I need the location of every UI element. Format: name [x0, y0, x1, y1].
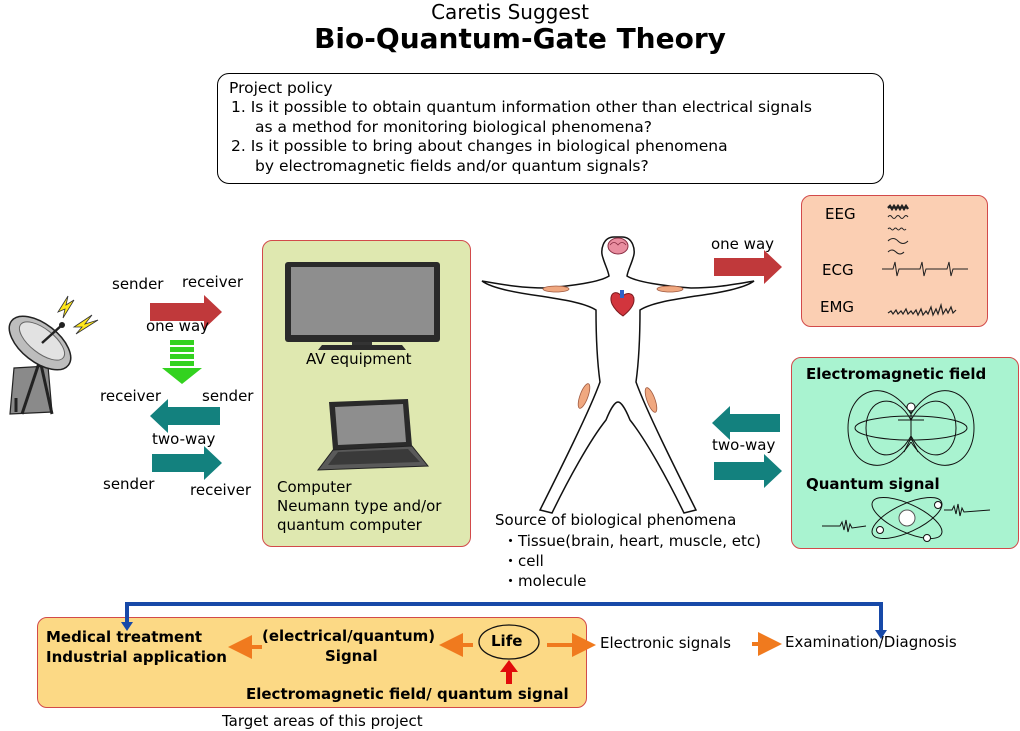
brain-icon — [607, 237, 629, 255]
signal-label: Signal — [325, 647, 378, 665]
eeg-wave-icon — [887, 203, 909, 255]
receiver-label: receiver — [190, 481, 251, 499]
em-quantum-input-label: Electromagnetic field/ quantum signal — [246, 685, 569, 703]
source-item: ・molecule — [503, 572, 587, 590]
policy-item-2-cont: by electromagnetic fields and/or quantum… — [255, 157, 649, 175]
down-green-arrow — [162, 340, 202, 384]
feedback-line — [125, 602, 883, 632]
two-way-label: two-way — [712, 436, 776, 454]
industrial-application-label: Industrial application — [46, 648, 227, 666]
quantum-signal-icon — [822, 497, 991, 542]
source-heading: Source of biological phenomena — [495, 511, 737, 529]
two-way-arrow-right-top — [712, 406, 780, 440]
computer-label-line2: Neumann type and/or — [277, 497, 442, 515]
ecg-wave-icon — [882, 261, 968, 277]
electromagnetic-field-icon — [847, 390, 975, 466]
target-areas-label: Target areas of this project — [222, 712, 423, 730]
av-equipment-label: AV equipment — [306, 350, 412, 368]
examination-diagnosis-label: Examination/Diagnosis — [785, 633, 957, 651]
policy-item-1: 1. Is it possible to obtain quantum info… — [231, 98, 812, 116]
ecg-label: ECG — [822, 261, 854, 279]
life-label: Life — [491, 632, 523, 650]
receiver-label: receiver — [100, 387, 161, 405]
biosignal-panel — [801, 195, 988, 327]
sender-label: sender — [103, 475, 155, 493]
eeg-label: EEG — [825, 205, 856, 223]
muscle-icon — [542, 285, 570, 293]
emg-label: EMG — [820, 298, 855, 316]
sender-label: sender — [112, 275, 164, 293]
source-item: ・Tissue(brain, heart, muscle, etc) — [503, 532, 762, 550]
emg-wave-icon — [887, 302, 957, 317]
project-policy-box — [217, 73, 884, 184]
two-way-arrow-left-bottom — [152, 446, 222, 480]
satellite-dish-icon — [8, 295, 99, 415]
one-way-label: one way — [146, 317, 210, 335]
one-way-arrow-left — [150, 295, 222, 329]
muscle-icon — [644, 387, 658, 413]
receiver-label: receiver — [182, 273, 243, 291]
one-way-label: one way — [711, 235, 775, 253]
life-ellipse — [478, 624, 540, 660]
policy-heading: Project policy — [229, 79, 333, 97]
computer-label: Computer — [277, 478, 352, 496]
source-item: ・cell — [503, 552, 544, 570]
computer-label-line3: quantum computer — [277, 516, 422, 534]
heart-icon — [610, 290, 635, 317]
red-up-arrow — [500, 660, 518, 684]
two-way-arrow-left-top — [150, 399, 220, 433]
two-way-label: two-way — [152, 430, 216, 448]
muscle-icon — [656, 285, 684, 293]
subtitle: Caretis Suggest — [431, 0, 589, 24]
human-body-icon — [481, 236, 755, 514]
muscle-icon — [577, 383, 591, 409]
sender-label: sender — [202, 387, 254, 405]
one-way-arrow-right — [714, 250, 782, 284]
quantum-signal-label: Quantum signal — [806, 475, 940, 493]
monitor-icon — [285, 262, 440, 350]
laptop-icon — [316, 399, 430, 471]
target-areas-panel — [37, 617, 587, 708]
policy-item-2: 2. Is it possible to bring about changes… — [231, 137, 728, 155]
page-title: Bio-Quantum-Gate Theory — [314, 22, 726, 55]
em-field-label: Electromagnetic field — [806, 365, 987, 383]
two-way-arrow-right-bottom — [714, 454, 782, 488]
electronic-signals-label: Electronic signals — [600, 634, 731, 652]
medical-treatment-label: Medical treatment — [46, 628, 203, 646]
policy-item-1-cont: as a method for monitoring biological ph… — [255, 118, 652, 136]
signal-type-label: (electrical/quantum) — [262, 627, 436, 645]
